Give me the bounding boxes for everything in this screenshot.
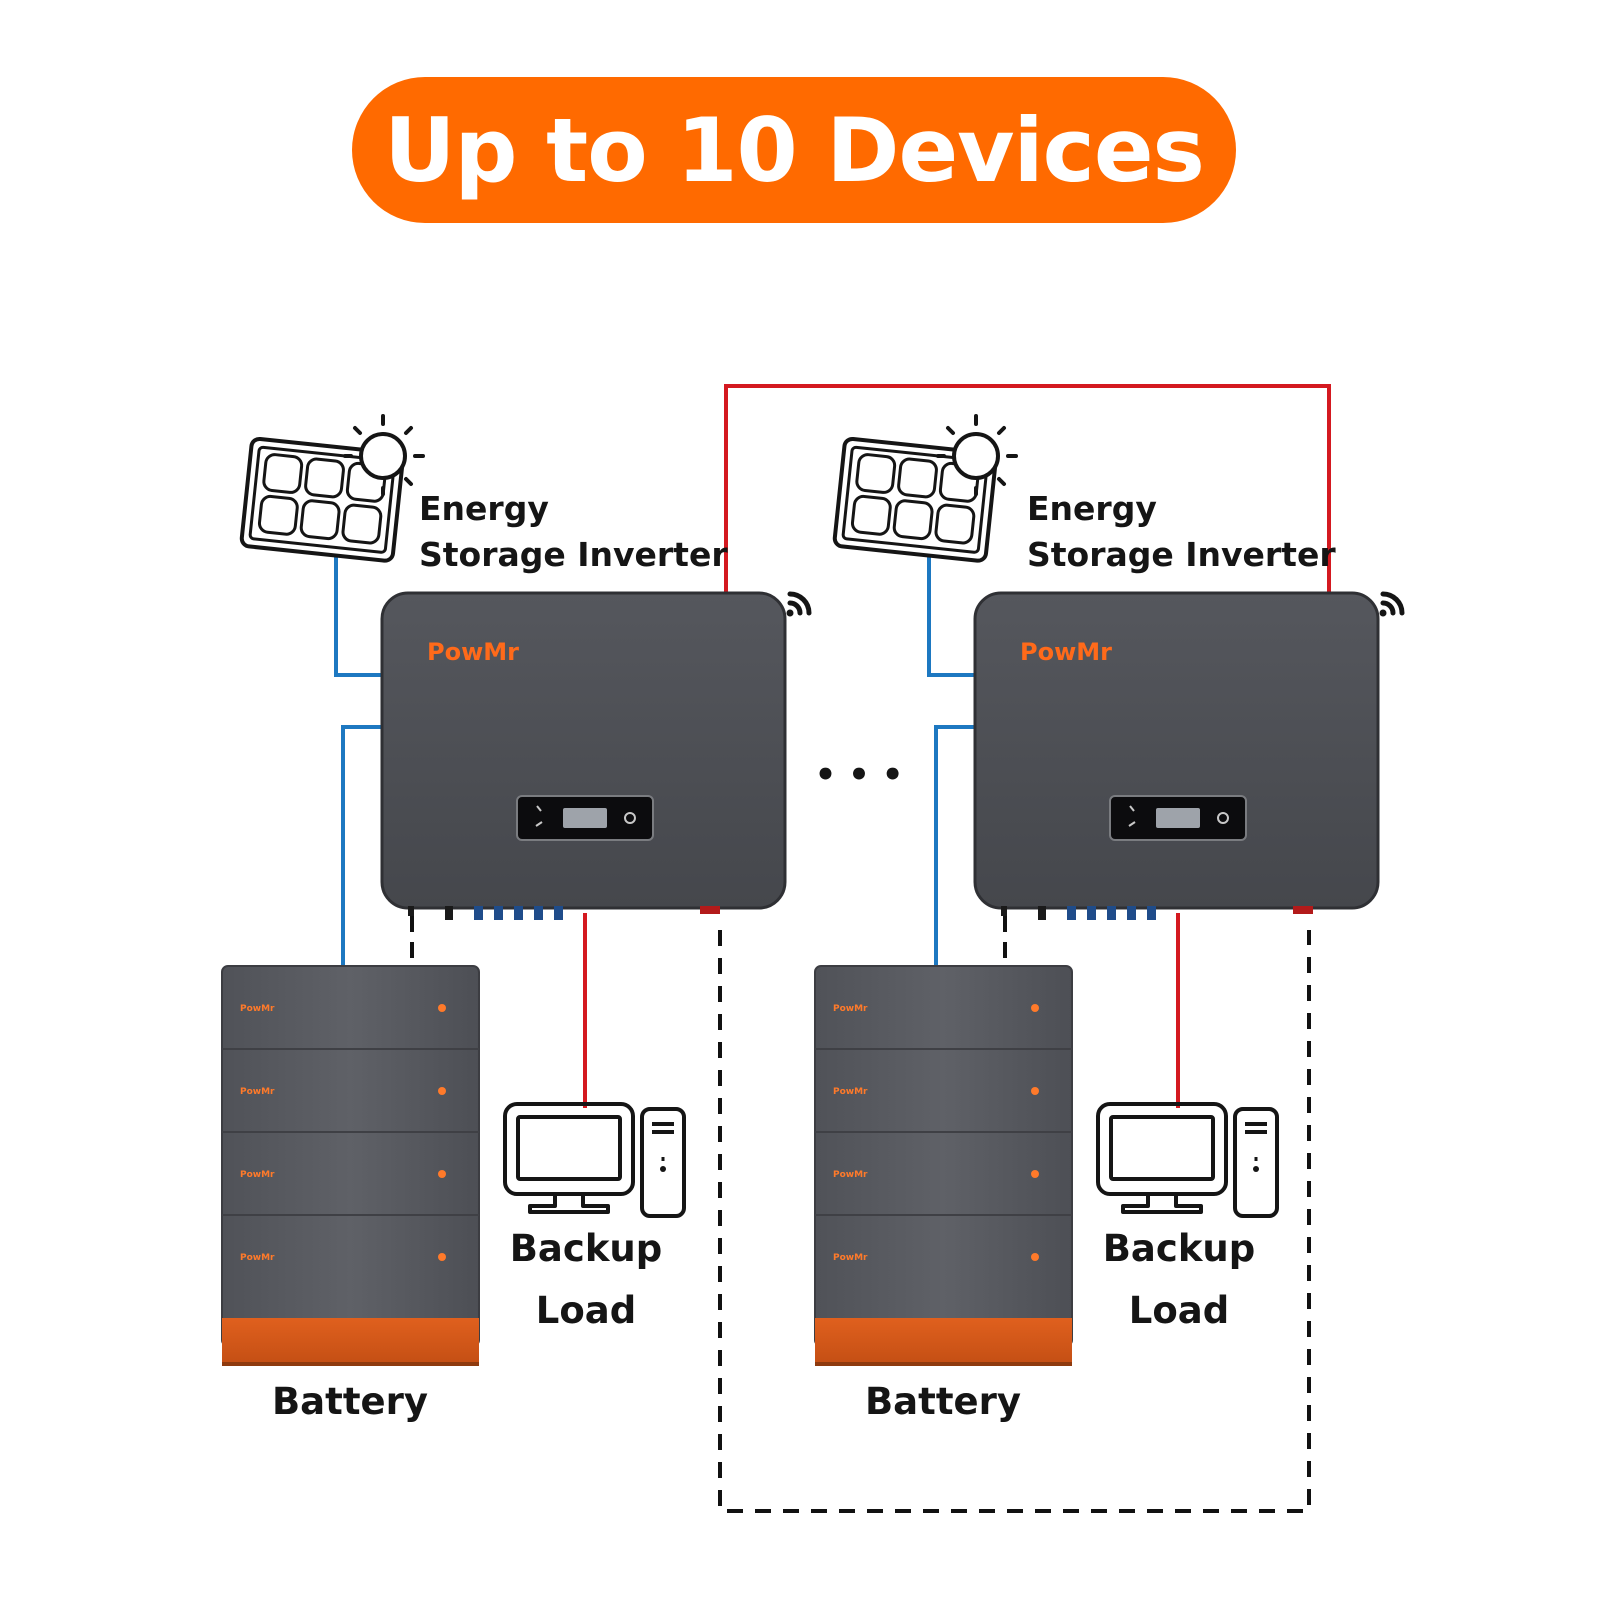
inverter-label-line2: Storage Inverter bbox=[1027, 535, 1336, 574]
backup-load-label: Backup Load bbox=[1069, 1218, 1289, 1342]
battery-label: Battery bbox=[864, 1380, 1021, 1423]
backup-load-label-line1: Backup bbox=[509, 1227, 663, 1270]
battery-brand: PowMr bbox=[833, 1253, 868, 1263]
comm-parallel-line bbox=[718, 930, 1311, 1513]
battery-brand: PowMr bbox=[833, 1087, 868, 1097]
backup-load-label-line2: Load bbox=[1128, 1289, 1230, 1332]
inverter-label: Energy Storage Inverter bbox=[419, 486, 728, 578]
backup-load-label-line2: Load bbox=[535, 1289, 637, 1332]
inverter-label-line1: Energy bbox=[419, 489, 549, 528]
backup-load-label: Backup Load bbox=[476, 1218, 696, 1342]
battery-label: Battery bbox=[271, 1380, 428, 1423]
backup-load-label-line1: Backup bbox=[1102, 1227, 1256, 1270]
battery-brand: PowMr bbox=[240, 1253, 275, 1263]
ac-parallel-line bbox=[724, 384, 1331, 593]
unit-1: PowMr PowMr PowMr PowMr PowMr bbox=[222, 416, 809, 1366]
more-devices-ellipsis: • • • bbox=[815, 755, 904, 795]
brand-logo: PowMr bbox=[1020, 638, 1112, 666]
inverter-label: Energy Storage Inverter bbox=[1027, 486, 1336, 578]
brand-logo: PowMr bbox=[427, 638, 519, 666]
battery-brand: PowMr bbox=[240, 1170, 275, 1180]
battery-brand: PowMr bbox=[833, 1170, 868, 1180]
page-title: Up to 10 Devices bbox=[384, 98, 1205, 202]
battery-brand: PowMr bbox=[240, 1004, 275, 1014]
title-banner: Up to 10 Devices bbox=[352, 77, 1236, 223]
inverter-label-line2: Storage Inverter bbox=[419, 535, 728, 574]
battery-brand: PowMr bbox=[833, 1004, 868, 1014]
battery-brand: PowMr bbox=[240, 1087, 275, 1097]
inverter-label-line1: Energy bbox=[1027, 489, 1157, 528]
unit-2: PowMr PowMr PowMr PowMr PowMr bbox=[815, 416, 1402, 1366]
